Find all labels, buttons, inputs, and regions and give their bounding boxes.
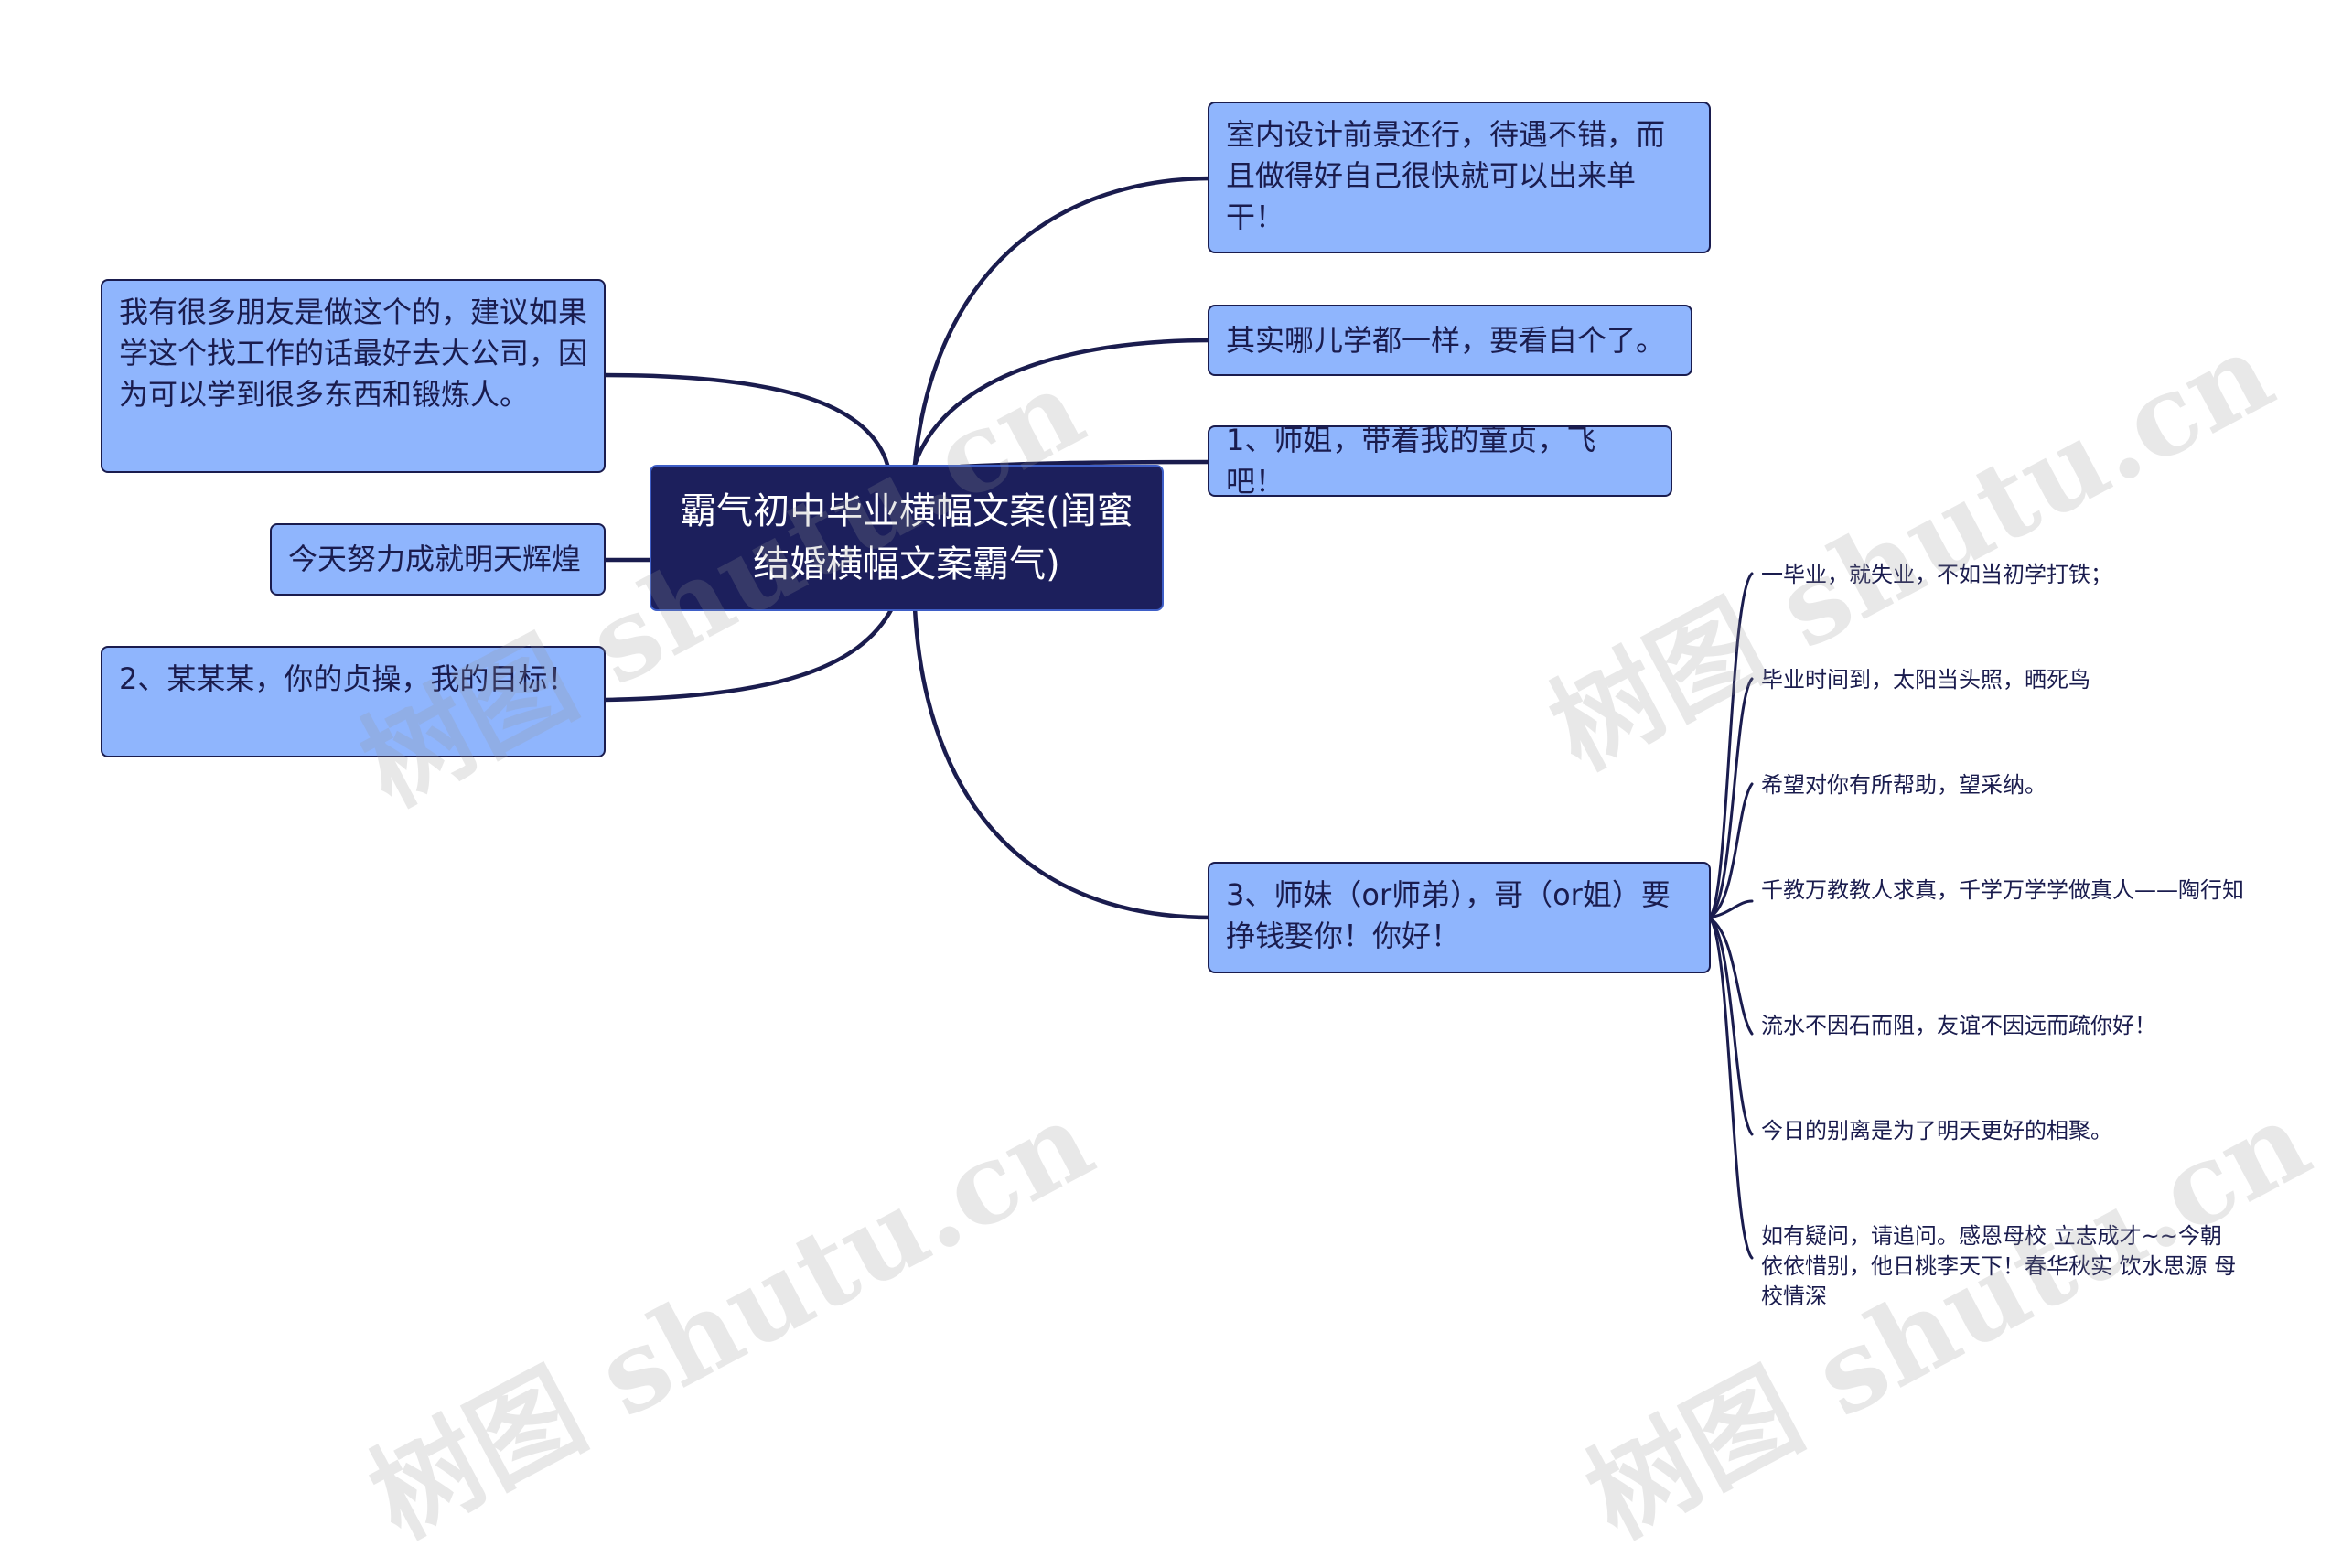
branch-left-3[interactable]: 2、某某某，你的贞操，我的目标！ — [101, 646, 606, 757]
branch-text: 我有很多朋友是做这个的，建议如果学这个找工作的话最好去大公司，因为可以学到很多东… — [119, 295, 588, 412]
link-leaf-6 — [1707, 916, 1754, 1136]
link-root-right-1 — [912, 176, 1215, 467]
branch-text: 室内设计前景还行，待遇不错，而且做得好自己很快就可以出来单干！ — [1226, 117, 1666, 234]
link-leaf-2 — [1707, 677, 1754, 919]
root-node[interactable]: 霸气初中毕业横幅文案(闺蜜结婚横幅文案霸气) — [650, 465, 1164, 611]
link-leaf-4 — [1707, 899, 1754, 919]
branch-text: 其实哪儿学都一样，要看自个了。 — [1226, 322, 1666, 358]
leaf-7[interactable]: 如有疑问，请追问。感恩母校 立志成才~~今朝依依惜别，他日桃李天下！春华秋实 饮… — [1761, 1221, 2241, 1312]
branch-text: 今天努力成就明天辉煌 — [288, 542, 582, 576]
link-leaf-5 — [1707, 916, 1754, 1036]
leaf-3[interactable]: 希望对你有所帮助，望采纳。 — [1761, 770, 2273, 800]
branch-right-3[interactable]: 1、师姐，带着我的童贞，飞吧！ — [1208, 425, 1672, 497]
branch-left-1[interactable]: 我有很多朋友是做这个的，建议如果学这个找工作的话最好去大公司，因为可以学到很多东… — [101, 279, 606, 473]
link-root-left-3 — [601, 606, 895, 703]
leaf-6[interactable]: 今日的别离是为了明天更好的相聚。 — [1761, 1116, 2273, 1146]
link-root-right-4 — [912, 606, 1215, 920]
branch-text: 1、师姐，带着我的童贞，飞吧！ — [1226, 425, 1596, 497]
leaf-2[interactable]: 毕业时间到，太阳当头照，晒死鸟 — [1761, 665, 2273, 695]
link-leaf-3 — [1707, 782, 1754, 919]
leaf-text: 今日的别离是为了明天更好的相聚。 — [1761, 1118, 2112, 1144]
connector-lines — [601, 176, 1754, 1260]
link-leaf-1 — [1707, 572, 1754, 919]
leaf-text: 毕业时间到，太阳当头照，晒死鸟 — [1761, 667, 2090, 693]
mindmap-canvas: 霸气初中毕业横幅文案(闺蜜结婚横幅文案霸气) 我有很多朋友是做这个的，建议如果学… — [101, 102, 2329, 1563]
link-root-left-1 — [601, 372, 890, 467]
leaf-text: 一毕业，就失业，不如当初学打铁； — [1761, 562, 2112, 587]
branch-right-2[interactable]: 其实哪儿学都一样，要看自个了。 — [1208, 305, 1692, 376]
leaf-4[interactable]: 千教万教教人求真，千学万学学做真人——陶行知 — [1761, 875, 2246, 906]
leaf-text: 流水不因石而阻，友谊不因远而疏你好！ — [1761, 1013, 2156, 1038]
leaf-1[interactable]: 一毕业，就失业，不如当初学打铁； — [1761, 560, 2273, 590]
branch-text: 3、师妹（or师弟），哥（or姐）要挣钱娶你！你好！ — [1226, 877, 1671, 953]
leaf-text: 千教万教教人求真，千学万学学做真人——陶行知 — [1761, 877, 2244, 903]
leaf-text: 希望对你有所帮助，望采纳。 — [1761, 772, 2047, 798]
branch-right-4[interactable]: 3、师妹（or师弟），哥（or姐）要挣钱娶你！你好！ — [1208, 862, 1711, 973]
root-title: 霸气初中毕业横幅文案(闺蜜结婚横幅文案霸气) — [680, 490, 1133, 585]
link-root-right-2 — [912, 338, 1215, 467]
branch-right-1[interactable]: 室内设计前景还行，待遇不错，而且做得好自己很快就可以出来单干！ — [1208, 102, 1711, 253]
branch-left-2[interactable]: 今天努力成就明天辉煌 — [270, 523, 606, 596]
branch-text: 2、某某某，你的贞操，我的目标！ — [119, 661, 577, 696]
leaf-5[interactable]: 流水不因石而阻，友谊不因远而疏你好！ — [1761, 1011, 2273, 1041]
link-leaf-7 — [1707, 916, 1754, 1260]
leaf-text: 如有疑问，请追问。感恩母校 立志成才~~今朝依依惜别，他日桃李天下！春华秋实 饮… — [1761, 1223, 2237, 1309]
